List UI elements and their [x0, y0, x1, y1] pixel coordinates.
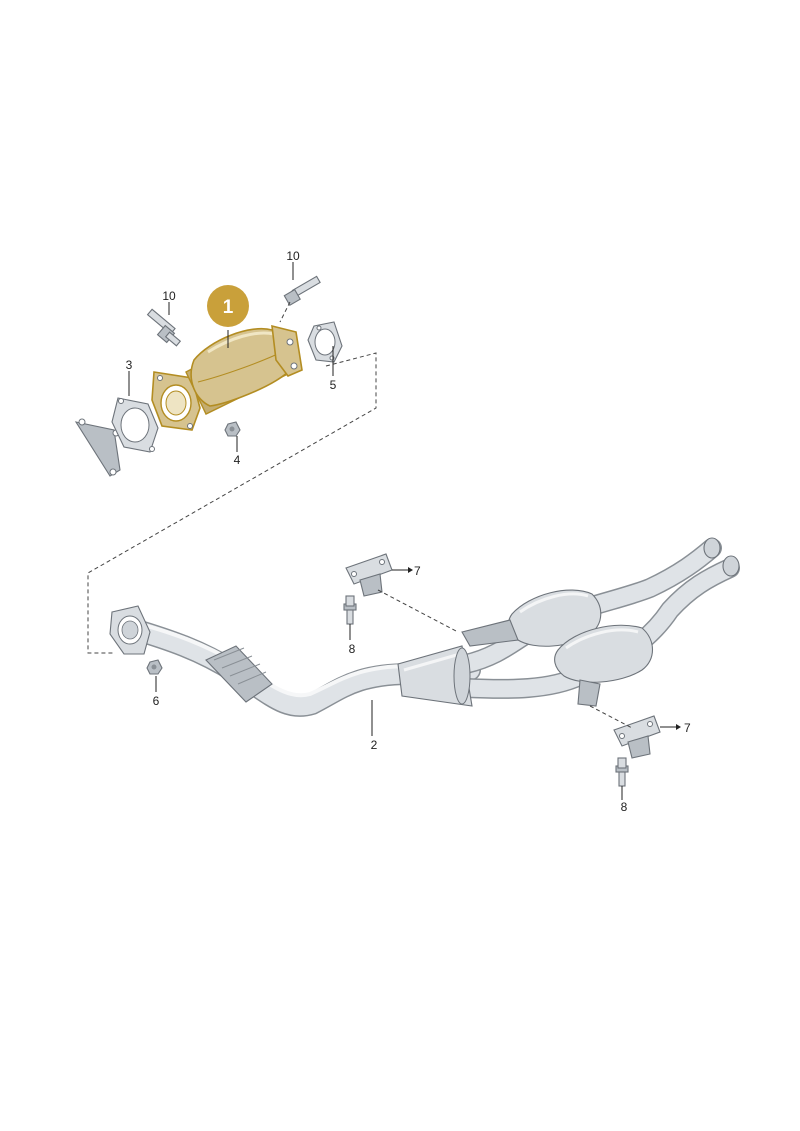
catalytic-converter-lower-branch: [554, 624, 654, 707]
catalytic-converter-part-1: [151, 324, 303, 431]
exhaust-pipe-part-2: [109, 537, 740, 717]
callout-bracket-bottom: 7: [684, 721, 691, 735]
leader-sensor-top-dash: [279, 301, 291, 323]
gasket-part-5: [307, 321, 343, 363]
bolt-top-part-8: [343, 595, 357, 625]
assembly-guide-line: [87, 352, 377, 654]
arrow-bracket-top: [408, 567, 413, 573]
leader-bracket-bottom-dash: [589, 705, 633, 729]
nut-part-6: [146, 659, 163, 675]
gasket-part-3: [111, 397, 159, 453]
oxygen-sensor-left-part-10: [146, 308, 182, 347]
callout-bolt-bottom: 8: [621, 800, 628, 814]
bracket-bottom-part-7: [613, 715, 661, 759]
part-1-badge-label: 1: [223, 297, 234, 318]
callout-gasket-left: 3: [126, 358, 133, 372]
oxygen-sensor-top-part-10: [283, 275, 321, 306]
catalytic-converter-upper-branch: [461, 589, 602, 647]
leader-bracket-top-dash: [377, 589, 459, 633]
arrow-bracket-bottom: [676, 724, 681, 730]
part-1-badge: 1: [207, 285, 249, 327]
callout-sensor-left: 10: [162, 289, 176, 303]
callout-gasket-right: 5: [330, 378, 337, 392]
heat-shield-plate: [74, 418, 121, 477]
callout-bolt-top: 8: [349, 642, 356, 656]
callout-sensor-top: 10: [286, 249, 300, 263]
bolt-bottom-part-8: [615, 757, 629, 787]
callout-nut-cat: 4: [234, 453, 241, 467]
callout-nut-flange: 6: [153, 694, 160, 708]
callout-pipe: 2: [371, 738, 378, 752]
nut-part-4: [224, 421, 241, 437]
callout-bracket-top: 7: [414, 564, 421, 578]
bracket-top-part-7: [345, 553, 393, 597]
